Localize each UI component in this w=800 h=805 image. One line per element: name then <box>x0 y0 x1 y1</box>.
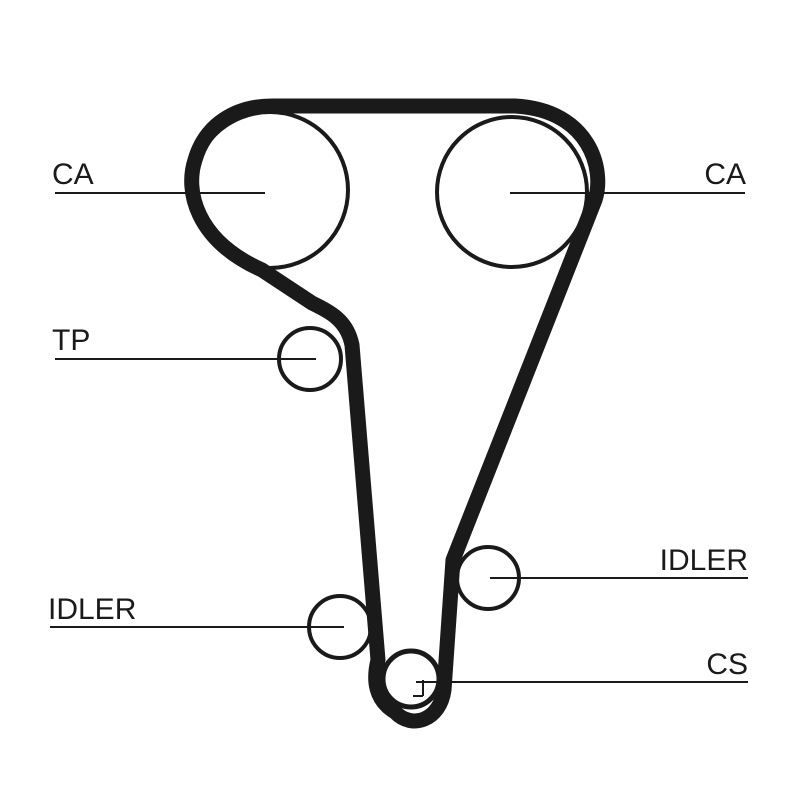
label-idler-right: IDLER <box>660 544 748 577</box>
label-idler-left: IDLER <box>48 593 136 626</box>
label-ca-right: CA <box>704 158 746 191</box>
crankshaft-sprocket <box>380 648 442 710</box>
camshaft-pulley-left <box>190 110 350 270</box>
label-ca-left: CA <box>52 158 94 191</box>
label-cs: CS <box>706 648 748 681</box>
label-tp: TP <box>52 324 90 357</box>
timing-belt <box>184 98 606 729</box>
